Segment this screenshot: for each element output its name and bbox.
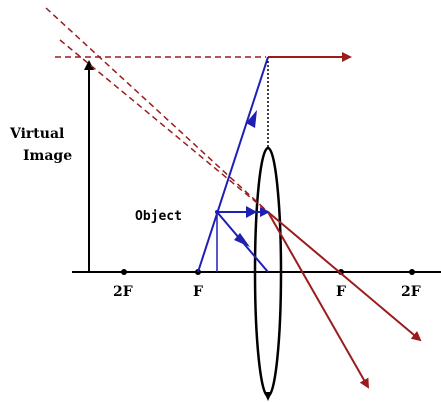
blue-ray-focus-arrowhead: [246, 110, 257, 128]
twice-focal-right-dot: [409, 269, 415, 275]
twice-focal-right-label: 2F: [401, 284, 421, 300]
twice-focal-left-dot: [121, 269, 127, 275]
red-dashed-ray-through-center: [59, 39, 269, 213]
red-ray-refracted-out: [267, 211, 422, 342]
blue-ray-from-focus: [197, 56, 269, 273]
focal-left-label: F: [193, 284, 203, 300]
virtual-image-label-line2: Image: [23, 148, 72, 164]
lens-bottom-tip: [264, 392, 272, 401]
virtual-image-label-line1: Virtual: [9, 126, 64, 142]
red-ray-center-out: [267, 211, 369, 389]
twice-focal-left-label: 2F: [113, 284, 133, 300]
blue-ray-parallel-arrowhead: [246, 206, 257, 218]
focal-right-label: F: [336, 284, 346, 300]
red-dashed-ray-through-focus: [45, 7, 269, 213]
object-label: Object: [135, 209, 182, 224]
blue-ray-center-arrowhead: [234, 233, 250, 247]
